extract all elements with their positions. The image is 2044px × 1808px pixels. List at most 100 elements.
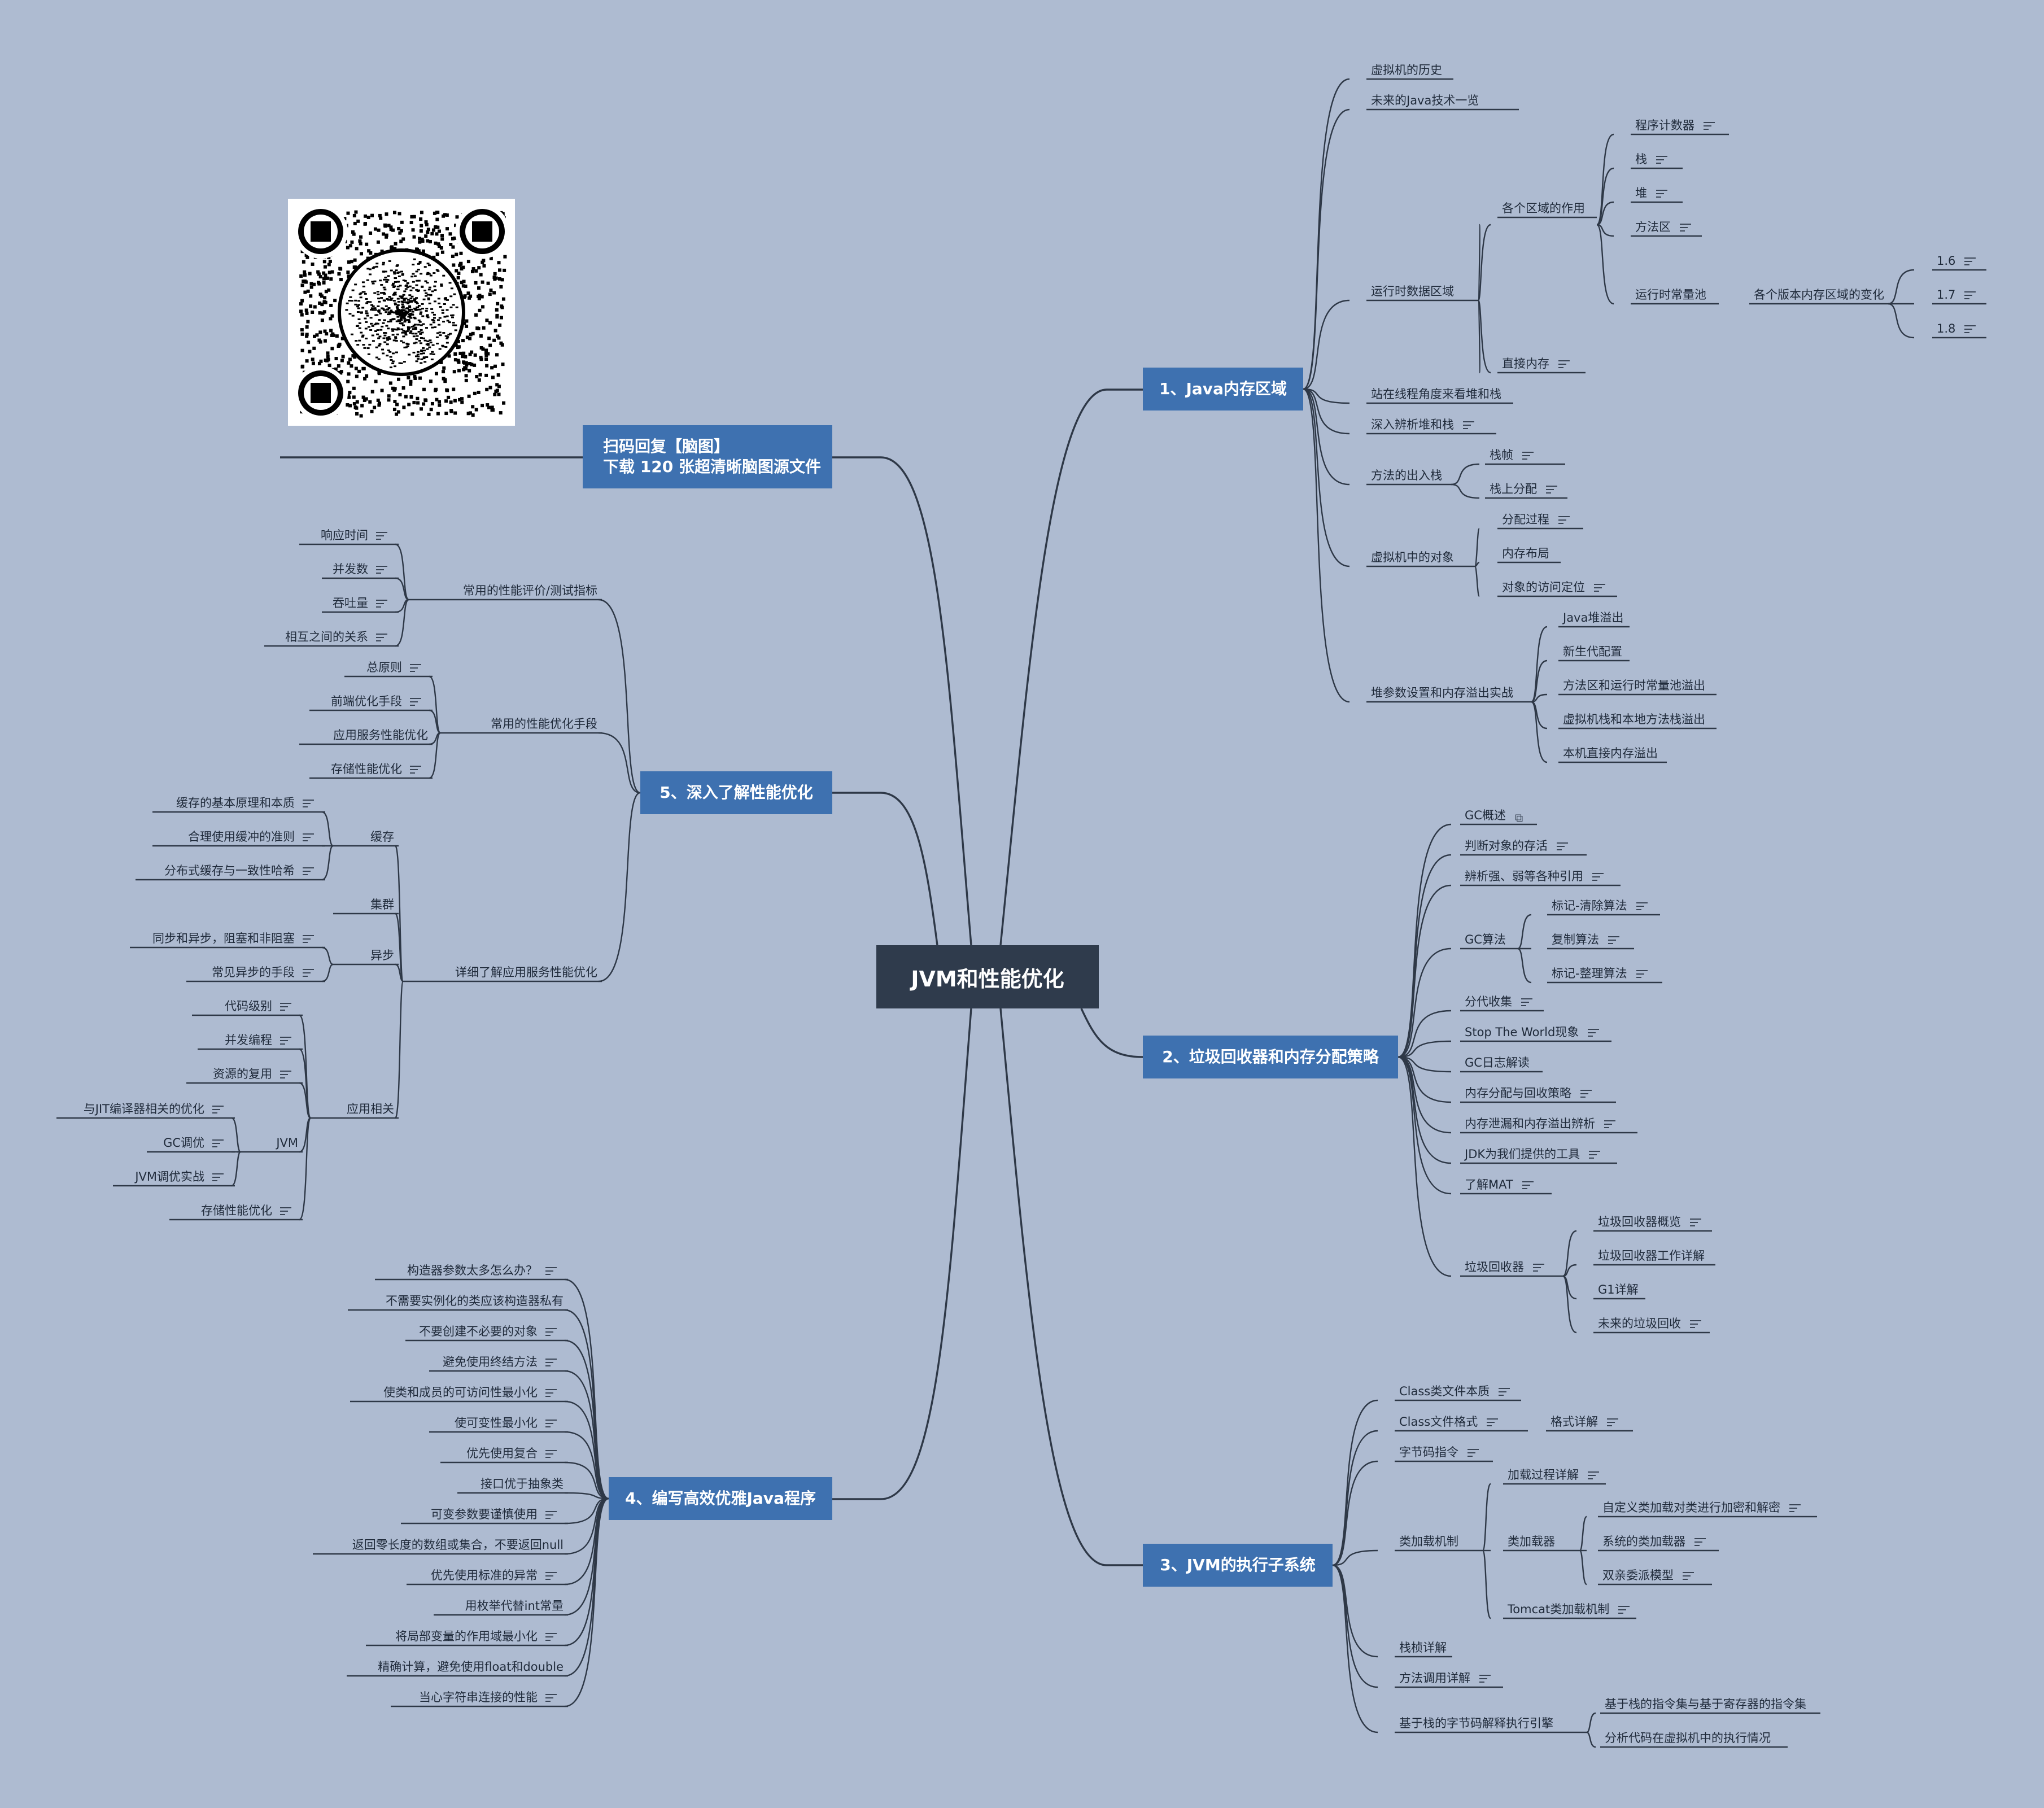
note-icon[interactable] (280, 1207, 291, 1215)
topic-node[interactable]: GC调优 (163, 1136, 204, 1150)
note-icon[interactable] (1522, 1181, 1534, 1189)
topic-node[interactable]: 分布式缓存与一致性哈希 (164, 864, 295, 877)
note-icon[interactable] (303, 969, 314, 977)
topic-node[interactable]: 返回零长度的数组或集合，不要返回null (352, 1538, 564, 1552)
note-icon[interactable] (1499, 1388, 1510, 1396)
topic-node[interactable]: JDK为我们提供的工具 (1465, 1147, 1580, 1161)
topic-node[interactable]: 格式详解 (1551, 1415, 1598, 1429)
branch-node[interactable]: 3、JVM的执行子系统 (1143, 1544, 1333, 1587)
topic-node[interactable]: 虚拟机中的对象 (1371, 551, 1454, 564)
note-icon[interactable] (1546, 486, 1557, 494)
topic-node[interactable]: 直接内存 (1502, 357, 1549, 370)
note-icon[interactable] (303, 833, 314, 841)
note-icon[interactable] (212, 1173, 224, 1181)
note-icon[interactable] (280, 1037, 291, 1045)
topic-node[interactable]: 栈 (1635, 152, 1647, 166)
topic-node[interactable]: 前端优化手段 (331, 695, 402, 708)
note-icon[interactable] (1618, 1606, 1630, 1614)
topic-node[interactable]: Class类文件本质 (1399, 1385, 1490, 1398)
note-icon[interactable] (1964, 257, 1976, 265)
topic-node[interactable]: 存储性能优化 (331, 762, 402, 776)
topic-node[interactable]: 方法调用详解 (1399, 1671, 1470, 1685)
topic-node[interactable]: 堆 (1635, 186, 1647, 200)
note-icon[interactable] (280, 1071, 291, 1078)
topic-node[interactable]: 栈上分配 (1490, 482, 1537, 496)
topic-node[interactable]: 方法区和运行时常量池溢出 (1563, 679, 1705, 692)
topic-node[interactable]: 吞吐量 (333, 596, 368, 610)
topic-node[interactable]: 用枚举代替int常量 (465, 1599, 564, 1613)
branch-node[interactable]: 5、深入了解性能优化 (640, 771, 832, 814)
topic-node[interactable]: Tomcat类加载机制 (1508, 1602, 1610, 1616)
note-icon[interactable] (376, 566, 387, 574)
note-icon[interactable] (1604, 1120, 1615, 1128)
note-icon[interactable] (1487, 1418, 1499, 1426)
note-icon[interactable] (1683, 1572, 1694, 1580)
note-icon[interactable] (1656, 190, 1667, 198)
note-icon[interactable] (1789, 1504, 1801, 1512)
topic-node[interactable]: 加载过程详解 (1508, 1468, 1579, 1482)
topic-node[interactable]: 站在线程角度来看堆和栈 (1371, 387, 1501, 401)
topic-node[interactable]: 虚拟机的历史 (1371, 63, 1442, 77)
topic-node[interactable]: 内存布局 (1502, 547, 1549, 560)
topic-node[interactable]: 虚拟机栈和本地方法栈溢出 (1563, 713, 1705, 726)
topic-node[interactable]: 标记-清除算法 (1552, 899, 1627, 912)
topic-node[interactable]: 本机直接内存溢出 (1563, 746, 1658, 760)
branch-node[interactable]: 2、垃圾回收器和内存分配策略 (1143, 1036, 1398, 1078)
topic-node[interactable]: 内存泄漏和内存溢出辨析 (1465, 1117, 1595, 1130)
topic-node[interactable]: 集群 (370, 898, 394, 911)
topic-node[interactable]: 内存分配与回收策略 (1465, 1086, 1571, 1100)
topic-node[interactable]: 垃圾回收器概览 (1598, 1215, 1681, 1229)
topic-node[interactable]: 基于栈的字节码解释执行引擎 (1399, 1717, 1553, 1730)
topic-node[interactable]: GC概述 (1465, 809, 1506, 822)
note-icon[interactable] (1656, 156, 1667, 164)
topic-node[interactable]: 了解MAT (1465, 1178, 1513, 1191)
note-icon[interactable] (1690, 1320, 1701, 1328)
topic-node[interactable]: 垃圾回收器工作详解 (1598, 1249, 1705, 1263)
topic-node[interactable]: 避免使用终结方法 (443, 1355, 538, 1369)
note-icon[interactable] (376, 600, 387, 608)
note-icon[interactable] (376, 634, 387, 641)
topic-node[interactable]: 1.6 (1937, 254, 1956, 268)
topic-node[interactable]: 未来的垃圾回收 (1598, 1317, 1681, 1330)
topic-node[interactable]: 当心字符串连接的性能 (419, 1691, 538, 1704)
note-icon[interactable] (545, 1572, 557, 1580)
topic-node[interactable]: 系统的类加载器 (1602, 1535, 1685, 1548)
note-icon[interactable] (1680, 224, 1691, 232)
topic-node[interactable]: 方法的出入栈 (1371, 469, 1442, 482)
topic-node[interactable]: 应用相关 (347, 1102, 394, 1116)
topic-node[interactable]: 自定义类加载对类进行加密和解密 (1602, 1501, 1780, 1514)
topic-node[interactable]: 总原则 (366, 661, 402, 674)
topic-node[interactable]: 栈桢详解 (1399, 1641, 1447, 1654)
topic-node[interactable]: 使类和成员的可访问性最小化 (383, 1386, 538, 1399)
note-icon[interactable] (1690, 1219, 1701, 1226)
topic-node[interactable]: 新生代配置 (1563, 645, 1622, 658)
topic-node[interactable]: 详细了解应用服务性能优化 (455, 966, 597, 979)
topic-node[interactable]: 深入辨析堆和栈 (1371, 418, 1454, 431)
note-icon[interactable] (1592, 873, 1604, 881)
topic-node[interactable]: 栈帧 (1490, 448, 1513, 462)
topic-node[interactable]: 标记-整理算法 (1552, 967, 1627, 980)
note-icon[interactable] (410, 698, 421, 706)
note-icon[interactable] (1964, 325, 1976, 333)
note-icon[interactable] (376, 532, 387, 540)
note-icon[interactable] (1636, 970, 1648, 978)
topic-node[interactable]: 双亲委派模型 (1602, 1569, 1674, 1582)
topic-node[interactable]: 类加载机制 (1399, 1535, 1458, 1548)
topic-node[interactable]: JVM (276, 1136, 298, 1150)
note-icon[interactable] (1468, 1449, 1479, 1457)
note-icon[interactable] (1694, 1538, 1706, 1546)
note-icon[interactable] (212, 1139, 224, 1147)
note-icon[interactable] (1533, 1264, 1544, 1272)
topic-node[interactable]: 应用服务性能优化 (333, 728, 428, 742)
topic-node[interactable]: 使可变性最小化 (455, 1416, 538, 1430)
topic-node[interactable]: 构造器参数太多怎么办？ (407, 1264, 538, 1277)
topic-node[interactable]: 1.8 (1937, 322, 1956, 335)
note-icon[interactable] (303, 935, 314, 943)
note-icon[interactable] (1558, 516, 1570, 524)
topic-node[interactable]: 程序计数器 (1635, 119, 1694, 132)
note-icon[interactable] (545, 1328, 557, 1336)
topic-node[interactable]: 存储性能优化 (201, 1204, 272, 1217)
topic-node[interactable]: 判断对象的存活 (1465, 839, 1548, 853)
note-icon[interactable] (1589, 1151, 1601, 1159)
topic-node[interactable]: 合理使用缓冲的准则 (188, 830, 295, 844)
